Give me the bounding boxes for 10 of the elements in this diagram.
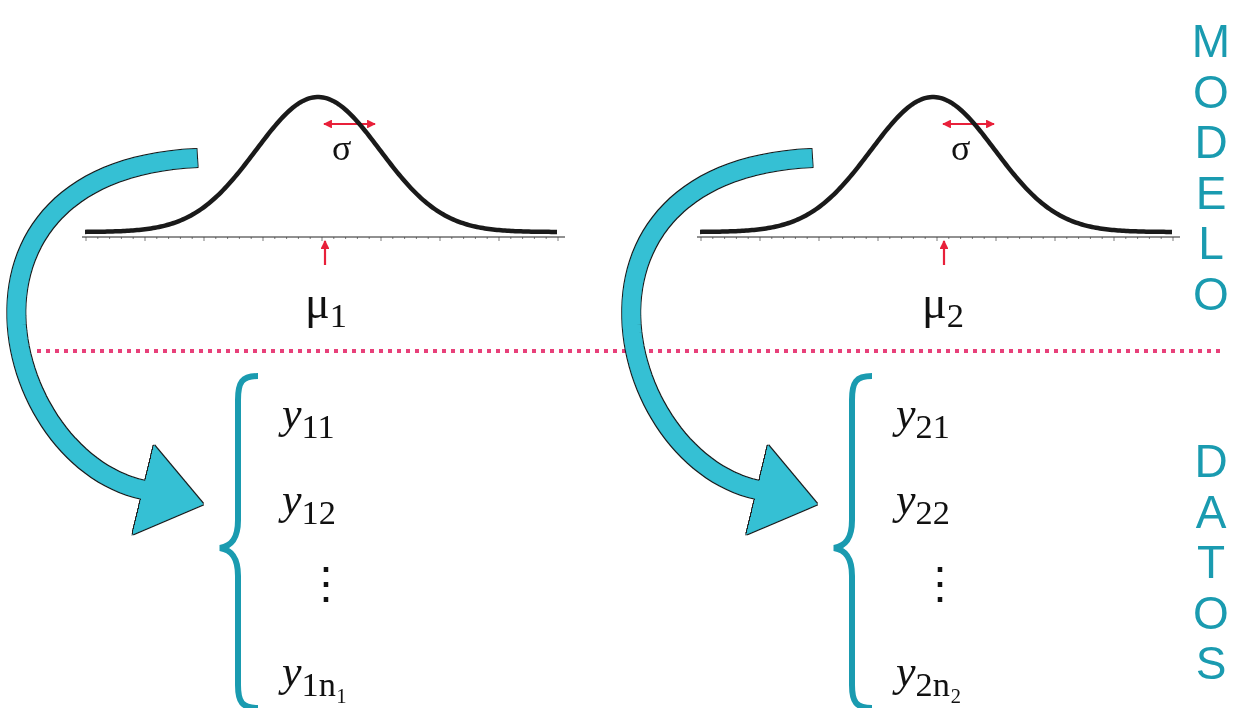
mean-label: μ$_{1}$ [305,280,347,333]
sigma-label: σ [332,130,352,166]
curved-arrow [622,149,818,535]
mean-label: μ$_{2}$ [922,280,964,333]
vertical-ellipsis: ⋮ [304,562,348,606]
model-heading: MODELO [1190,16,1232,320]
vertical-ellipsis: ⋮ [918,562,962,606]
curved-arrow [7,149,204,535]
sigma-label: σ [951,130,971,166]
data-heading: DATOS [1192,436,1230,689]
